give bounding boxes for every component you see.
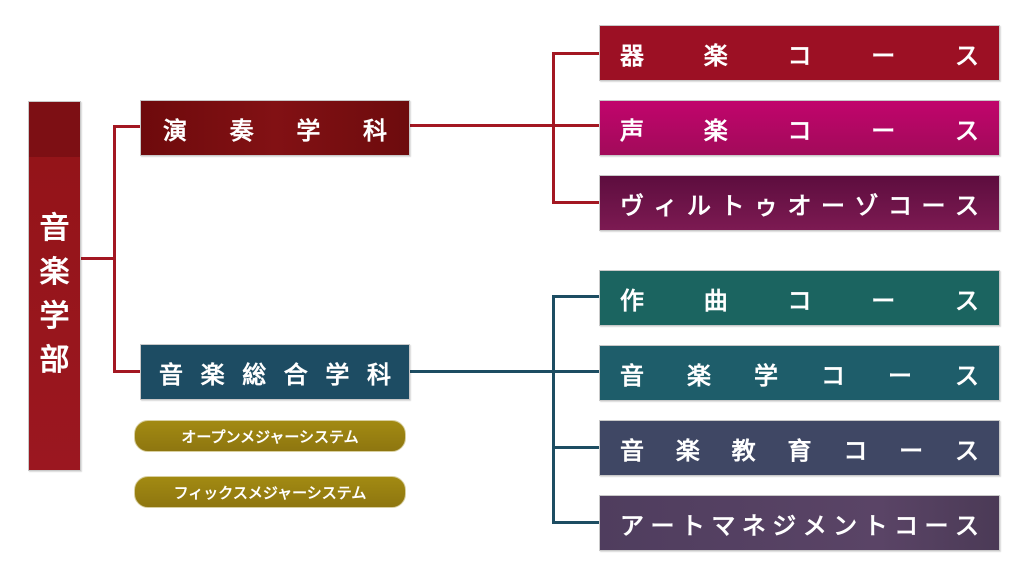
connector-faculty xyxy=(81,257,116,260)
connector-dept2-out xyxy=(410,370,600,373)
course-char: 教 xyxy=(731,436,756,465)
course-composition[interactable]: 作 曲 コ ー ス xyxy=(599,270,1000,326)
course-char: 音 xyxy=(620,436,644,465)
dept-char: 奏 xyxy=(229,116,254,145)
course-char: ー xyxy=(871,116,896,145)
course-char: ン xyxy=(833,511,858,540)
course-char: ヴ xyxy=(620,191,644,220)
course-char: コ xyxy=(843,436,868,465)
course-char: ー xyxy=(650,511,675,540)
course-vocal[interactable]: 声 楽 コ ー ス xyxy=(599,100,1000,156)
course-char: ア xyxy=(620,511,644,540)
course-char: ー xyxy=(899,436,924,465)
course-musicology[interactable]: 音 楽 学 コ ー ス xyxy=(599,345,1000,401)
course-char: ス xyxy=(954,436,979,465)
course-char: ト xyxy=(680,511,705,540)
faculty-box[interactable]: 音 楽 学 部 xyxy=(28,101,81,471)
connector-course7 xyxy=(552,521,600,524)
course-char: 曲 xyxy=(703,286,728,315)
course-char: ー xyxy=(871,286,896,315)
course-char: コ xyxy=(821,361,845,390)
faculty-char: 音 xyxy=(39,211,70,246)
connector-course6 xyxy=(552,446,600,449)
course-char: ー xyxy=(821,191,845,220)
course-instrumental[interactable]: 器 楽 コ ー ス xyxy=(599,25,1000,81)
course-char: 学 xyxy=(754,361,778,390)
connector-dept2 xyxy=(113,370,141,373)
course-music-education[interactable]: 音 楽 教 育 コ ー ス xyxy=(599,420,1000,476)
connector-course1 xyxy=(552,52,600,55)
course-char: マ xyxy=(711,511,736,540)
course-char: 育 xyxy=(787,436,812,465)
dept-char: 学 xyxy=(296,116,321,145)
course-char: ス xyxy=(955,286,979,315)
course-char: 楽 xyxy=(675,436,700,465)
fixed-major-system-button[interactable]: フィックスメジャーシステム xyxy=(134,476,406,508)
dept-char: 楽 xyxy=(200,360,225,389)
faculty-char: 学 xyxy=(39,299,70,334)
course-char: メ xyxy=(802,511,827,540)
course-char: 音 xyxy=(620,361,644,390)
course-char: オ xyxy=(787,191,812,220)
course-char: 声 xyxy=(620,116,644,145)
connector-course4 xyxy=(552,295,600,298)
faculty-char: 楽 xyxy=(39,255,70,290)
course-char: ィ xyxy=(653,191,678,220)
connector-dept2-vertical xyxy=(552,295,555,524)
course-char: ト xyxy=(863,511,888,540)
course-char: コ xyxy=(787,116,812,145)
dept-char: 学 xyxy=(325,360,350,389)
course-char: コ xyxy=(787,286,812,315)
connector-faculty-vertical xyxy=(113,125,116,373)
course-char: ス xyxy=(955,191,979,220)
course-char: ー xyxy=(871,41,896,70)
course-char: ス xyxy=(955,116,979,145)
course-char: ト xyxy=(720,191,745,220)
course-char: ス xyxy=(955,41,979,70)
course-art-management[interactable]: ア ー ト マ ネ ジ メ ン ト コ ー ス xyxy=(599,495,1000,551)
course-char: ー xyxy=(888,361,912,390)
course-char: 楽 xyxy=(703,116,728,145)
course-char: ー xyxy=(924,511,949,540)
department-performance[interactable]: 演 奏 学 科 xyxy=(140,100,410,156)
course-char: ル xyxy=(687,191,711,220)
course-char: 楽 xyxy=(687,361,711,390)
dept-char: 総 xyxy=(242,360,267,389)
course-char: 作 xyxy=(620,286,644,315)
course-char: ス xyxy=(954,511,979,540)
connector-course3 xyxy=(552,201,600,204)
course-char: コ xyxy=(787,41,812,70)
dept-char: 科 xyxy=(362,116,387,145)
connector-dept1-out xyxy=(410,124,600,127)
connector-dept1 xyxy=(113,125,141,128)
faculty-char: 部 xyxy=(39,343,70,378)
course-char: ゥ xyxy=(754,191,778,220)
open-major-system-button[interactable]: オープンメジャーシステム xyxy=(134,420,406,452)
dept-char: 科 xyxy=(366,360,391,389)
dept-char: 演 xyxy=(163,116,187,145)
dept-char: 音 xyxy=(159,360,183,389)
course-char: ス xyxy=(955,361,979,390)
course-char: ゾ xyxy=(854,191,879,220)
dept-char: 合 xyxy=(283,360,308,389)
course-virtuoso[interactable]: ヴ ィ ル ト ゥ オ ー ゾ コ ー ス xyxy=(599,175,1000,231)
course-char: ジ xyxy=(772,511,797,540)
connector-dept1-vertical xyxy=(552,52,555,203)
course-char: ネ xyxy=(741,511,766,540)
course-char: コ xyxy=(894,511,919,540)
course-char: コ xyxy=(888,191,912,220)
department-general-music[interactable]: 音 楽 総 合 学 科 xyxy=(140,344,410,400)
course-char: 楽 xyxy=(703,41,728,70)
course-char: ー xyxy=(921,191,946,220)
course-char: 器 xyxy=(620,41,644,70)
